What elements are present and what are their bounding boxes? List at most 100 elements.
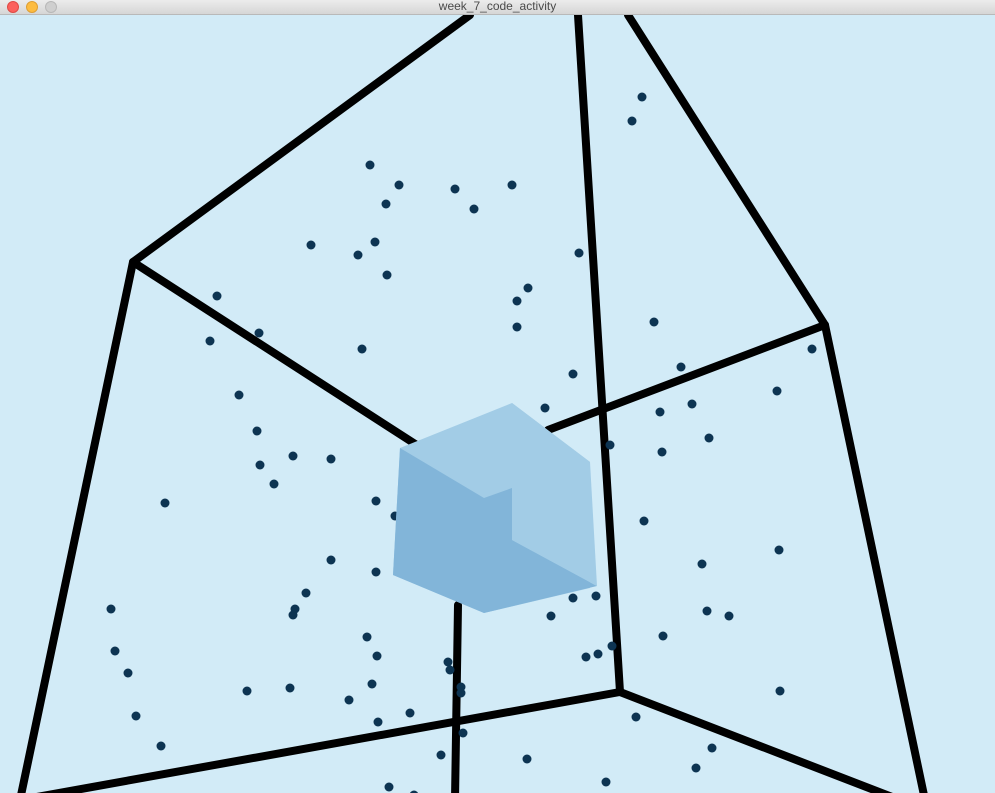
cube-right-face xyxy=(512,403,597,586)
particle-dot xyxy=(373,717,383,727)
edge xyxy=(544,321,829,434)
particle-dot xyxy=(574,248,584,258)
particle-dot xyxy=(607,641,617,651)
particle-dot xyxy=(540,403,550,413)
particle-dot xyxy=(344,695,354,705)
edge xyxy=(821,321,928,793)
particle-dot xyxy=(469,204,479,214)
edge xyxy=(129,258,444,464)
particle-dot xyxy=(254,328,264,338)
particle-dot xyxy=(234,390,244,400)
particle-dot xyxy=(639,516,649,526)
edge xyxy=(624,15,829,329)
particle-dot xyxy=(772,386,782,396)
particle-dot xyxy=(357,344,367,354)
box-edges xyxy=(17,15,928,793)
particle-dot xyxy=(288,610,298,620)
particle-dot xyxy=(658,631,668,641)
window-title: week_7_code_activity xyxy=(438,0,557,13)
particle-dot xyxy=(702,606,712,616)
particle-dot xyxy=(655,407,665,417)
particle-dot xyxy=(382,270,392,280)
title-bar[interactable]: week_7_code_activity xyxy=(0,0,995,15)
particle-dot xyxy=(367,679,377,689)
edge xyxy=(36,688,624,793)
maximize-button[interactable] xyxy=(45,1,57,13)
particle-dot xyxy=(774,545,784,555)
minimize-button[interactable] xyxy=(26,1,38,13)
particle-dot xyxy=(697,559,707,569)
particle-dot xyxy=(288,451,298,461)
particle-dot xyxy=(405,708,415,718)
particle-dot xyxy=(306,240,316,250)
particle-dot xyxy=(443,657,453,667)
particle-dot xyxy=(285,683,295,693)
particle-dot xyxy=(160,498,170,508)
particle-dot xyxy=(704,433,714,443)
particle-dot xyxy=(676,362,686,372)
particle-dot xyxy=(445,665,455,675)
edge xyxy=(574,15,624,696)
particle-dot xyxy=(370,237,380,247)
particle-dot xyxy=(605,440,615,450)
particles xyxy=(106,92,817,793)
particle-dot xyxy=(362,632,372,642)
particle-dot xyxy=(523,283,533,293)
particle-dot xyxy=(657,447,667,457)
particle-dot xyxy=(649,317,659,327)
edge xyxy=(616,688,893,793)
particle-dot xyxy=(807,344,817,354)
particle-dot xyxy=(581,652,591,662)
particle-dot xyxy=(591,591,601,601)
edge xyxy=(451,601,462,793)
particle-dot xyxy=(436,750,446,760)
cube-left-face xyxy=(393,448,484,613)
particle-dot xyxy=(409,790,419,793)
particle-dot xyxy=(458,728,468,738)
particle-dot xyxy=(568,369,578,379)
particle-dot xyxy=(707,743,717,753)
particle-dot xyxy=(106,604,116,614)
canvas-background xyxy=(0,15,995,793)
close-button[interactable] xyxy=(7,1,19,13)
particle-dot xyxy=(156,741,166,751)
particle-dot xyxy=(775,686,785,696)
particle-dot xyxy=(512,296,522,306)
particle-dot xyxy=(371,496,381,506)
sketch-svg xyxy=(0,15,995,793)
sketch-canvas[interactable] xyxy=(0,15,995,793)
particle-dot xyxy=(212,291,222,301)
particle-dot xyxy=(450,184,460,194)
particle-dot xyxy=(255,460,265,470)
particle-dot xyxy=(601,777,611,787)
particle-dot xyxy=(456,688,466,698)
particle-dot xyxy=(687,399,697,409)
particle-dot xyxy=(522,754,532,764)
particle-dot xyxy=(631,712,641,722)
particle-dot xyxy=(131,711,141,721)
particle-dot xyxy=(507,180,517,190)
cube-inner-face xyxy=(484,488,597,613)
particle-dot xyxy=(568,593,578,603)
particle-dot xyxy=(593,649,603,659)
particle-dot xyxy=(326,454,336,464)
particle-dot xyxy=(252,426,262,436)
edge xyxy=(17,258,137,793)
particle-dot xyxy=(365,160,375,170)
particle-dot xyxy=(123,668,133,678)
particle-dot xyxy=(269,479,279,489)
particle-dot xyxy=(724,611,734,621)
particle-dot xyxy=(242,686,252,696)
particle-dot xyxy=(371,567,381,577)
edge xyxy=(129,15,474,266)
particle-dot xyxy=(637,92,647,102)
particle-dot xyxy=(691,763,701,773)
particle-dot xyxy=(372,651,382,661)
particle-dot xyxy=(353,250,363,260)
cube xyxy=(393,403,597,613)
particle-dot xyxy=(384,782,394,792)
particle-dot xyxy=(301,588,311,598)
particle-dot xyxy=(512,322,522,332)
particle-dot xyxy=(394,180,404,190)
